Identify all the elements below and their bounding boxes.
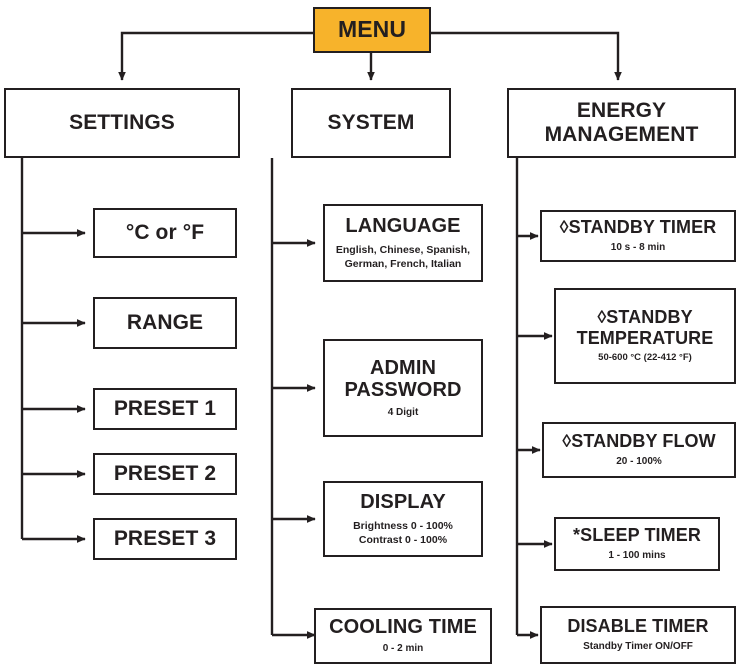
menu-root-node[interactable]: MENU xyxy=(313,7,431,53)
node-admin-password-label: ADMIN PASSWORD xyxy=(344,356,462,402)
category-settings-label: SETTINGS xyxy=(69,111,175,135)
node-range-label: RANGE xyxy=(126,311,204,335)
node-admin-password-sub: 4 Digit xyxy=(387,406,419,418)
category-settings[interactable]: SETTINGS xyxy=(4,88,240,158)
node-preset-1-label: PRESET 1 xyxy=(113,397,217,421)
node-cooling-time-sub: 0 - 2 min xyxy=(382,643,424,655)
category-system-label: SYSTEM xyxy=(327,111,415,135)
node-display-sub: Brightness 0 - 100% Contrast 0 - 100% xyxy=(353,519,453,546)
node-preset-3-label: PRESET 3 xyxy=(113,527,217,551)
node-standby-temperature[interactable]: ◊STANDBY TEMPERATURE 50-600 °C (22-412 °… xyxy=(554,288,736,384)
node-range[interactable]: RANGE xyxy=(93,297,237,349)
node-preset-1[interactable]: PRESET 1 xyxy=(93,388,237,430)
node-cooling-time-label: COOLING TIME xyxy=(329,616,477,639)
category-energy-management-label: ENERGY MANAGEMENT xyxy=(544,99,699,146)
node-sleep-timer-sub: 1 - 100 mins xyxy=(608,550,666,562)
node-standby-timer-sub: 10 s - 8 min xyxy=(610,242,666,254)
node-language-sub: English, Chinese, Spanish, German, Frenc… xyxy=(335,243,471,270)
node-preset-2-label: PRESET 2 xyxy=(113,462,217,486)
node-standby-temperature-label: ◊STANDBY TEMPERATURE xyxy=(576,307,714,348)
category-system[interactable]: SYSTEM xyxy=(291,88,451,158)
node-sleep-timer-label: *SLEEP TIMER xyxy=(573,525,701,546)
node-celsius-or-fahrenheit[interactable]: °C or °F xyxy=(93,208,237,258)
node-preset-2[interactable]: PRESET 2 xyxy=(93,453,237,495)
node-cooling-time[interactable]: COOLING TIME 0 - 2 min xyxy=(314,608,492,664)
category-energy-management[interactable]: ENERGY MANAGEMENT xyxy=(507,88,736,158)
node-standby-flow-sub: 20 - 100% xyxy=(616,456,662,468)
node-language-label: LANGUAGE xyxy=(345,215,461,238)
node-standby-timer[interactable]: ◊STANDBY TIMER 10 s - 8 min xyxy=(540,210,736,262)
node-sleep-timer[interactable]: *SLEEP TIMER 1 - 100 mins xyxy=(554,517,720,571)
node-celsius-or-fahrenheit-label: °C or °F xyxy=(125,221,205,245)
node-display-label: DISPLAY xyxy=(360,491,446,514)
node-display[interactable]: DISPLAY Brightness 0 - 100% Contrast 0 -… xyxy=(323,481,483,557)
node-standby-flow[interactable]: ◊STANDBY FLOW 20 - 100% xyxy=(542,422,736,478)
node-admin-password[interactable]: ADMIN PASSWORD 4 Digit xyxy=(323,339,483,437)
menu-root-label: MENU xyxy=(337,16,407,43)
node-standby-flow-label: ◊STANDBY FLOW xyxy=(562,431,716,452)
node-standby-timer-label: ◊STANDBY TIMER xyxy=(559,217,717,238)
node-disable-timer-sub: Standby Timer ON/OFF xyxy=(583,641,693,653)
node-disable-timer-label: DISABLE TIMER xyxy=(567,616,709,637)
node-preset-3[interactable]: PRESET 3 xyxy=(93,518,237,560)
node-language[interactable]: LANGUAGE English, Chinese, Spanish, Germ… xyxy=(323,204,483,282)
node-standby-temperature-sub: 50-600 °C (22-412 °F) xyxy=(598,351,692,363)
node-disable-timer[interactable]: DISABLE TIMER Standby Timer ON/OFF xyxy=(540,606,736,664)
